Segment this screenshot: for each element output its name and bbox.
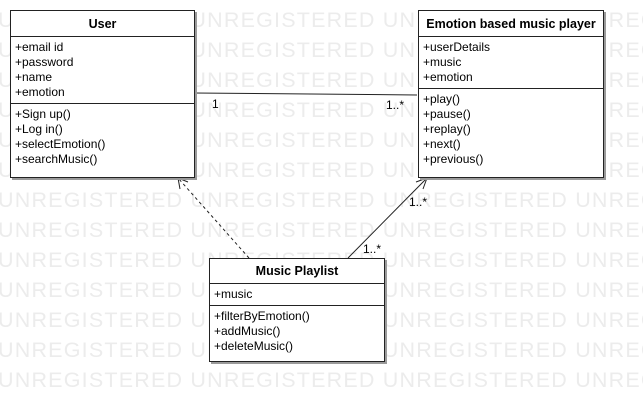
association-arrowhead: [415, 177, 428, 190]
class-user-name: User: [11, 11, 194, 37]
class-playlist-name: Music Playlist: [210, 259, 384, 284]
class-player-name: Emotion based music player: [419, 11, 603, 37]
operation: +filterByEmotion(): [214, 309, 310, 323]
operation: +addMusic(): [214, 324, 281, 338]
operation: +searchMusic(): [15, 152, 98, 166]
class-user-operations: +Sign up() +Log in() +selectEmotion() +s…: [11, 103, 194, 170]
attribute: +emotion: [423, 70, 473, 84]
association-playlist-player[interactable]: [347, 177, 428, 259]
class-player-operations: +play() +pause() +replay() +next() +prev…: [419, 88, 603, 170]
operation: +next(): [423, 137, 461, 151]
class-user-attributes: +email id +password +name +emotion: [11, 37, 194, 103]
dependency-playlist-user[interactable]: [177, 177, 250, 259]
operation: +previous(): [423, 152, 484, 166]
class-playlist-attributes: +music: [210, 284, 384, 305]
operation: +deleteMusic(): [214, 339, 294, 353]
multiplicity-player-end-2: 1..*: [409, 195, 428, 209]
operation: +selectEmotion(): [15, 137, 106, 151]
attribute: +password: [15, 55, 74, 69]
operation: +Sign up(): [15, 107, 71, 121]
class-player-attributes: +userDetails +music +emotion: [419, 37, 603, 88]
attribute: +name: [15, 70, 53, 84]
association-user-player[interactable]: [193, 92, 418, 96]
class-playlist-operations: +filterByEmotion() +addMusic() +deleteMu…: [210, 305, 384, 357]
multiplicity-player-end: 1..*: [386, 98, 405, 112]
class-player[interactable]: Emotion based music player +userDetails …: [418, 10, 604, 178]
multiplicity-playlist-end: 1..*: [363, 242, 382, 256]
operation: +pause(): [423, 107, 471, 121]
dependency-arrowhead: [177, 177, 189, 190]
class-playlist[interactable]: Music Playlist +music +filterByEmotion()…: [209, 258, 385, 362]
attribute: +emotion: [15, 85, 65, 99]
attribute: +email id: [15, 40, 64, 54]
operation: +play(): [423, 92, 461, 106]
attribute: +music: [423, 55, 462, 69]
operation: +Log in(): [15, 122, 63, 136]
class-user[interactable]: User +email id +password +name +emotion …: [10, 10, 195, 178]
attribute: +userDetails: [423, 40, 491, 54]
attribute: +music: [214, 287, 253, 301]
multiplicity-user-end: 1: [212, 97, 219, 111]
operation: +replay(): [423, 122, 471, 136]
